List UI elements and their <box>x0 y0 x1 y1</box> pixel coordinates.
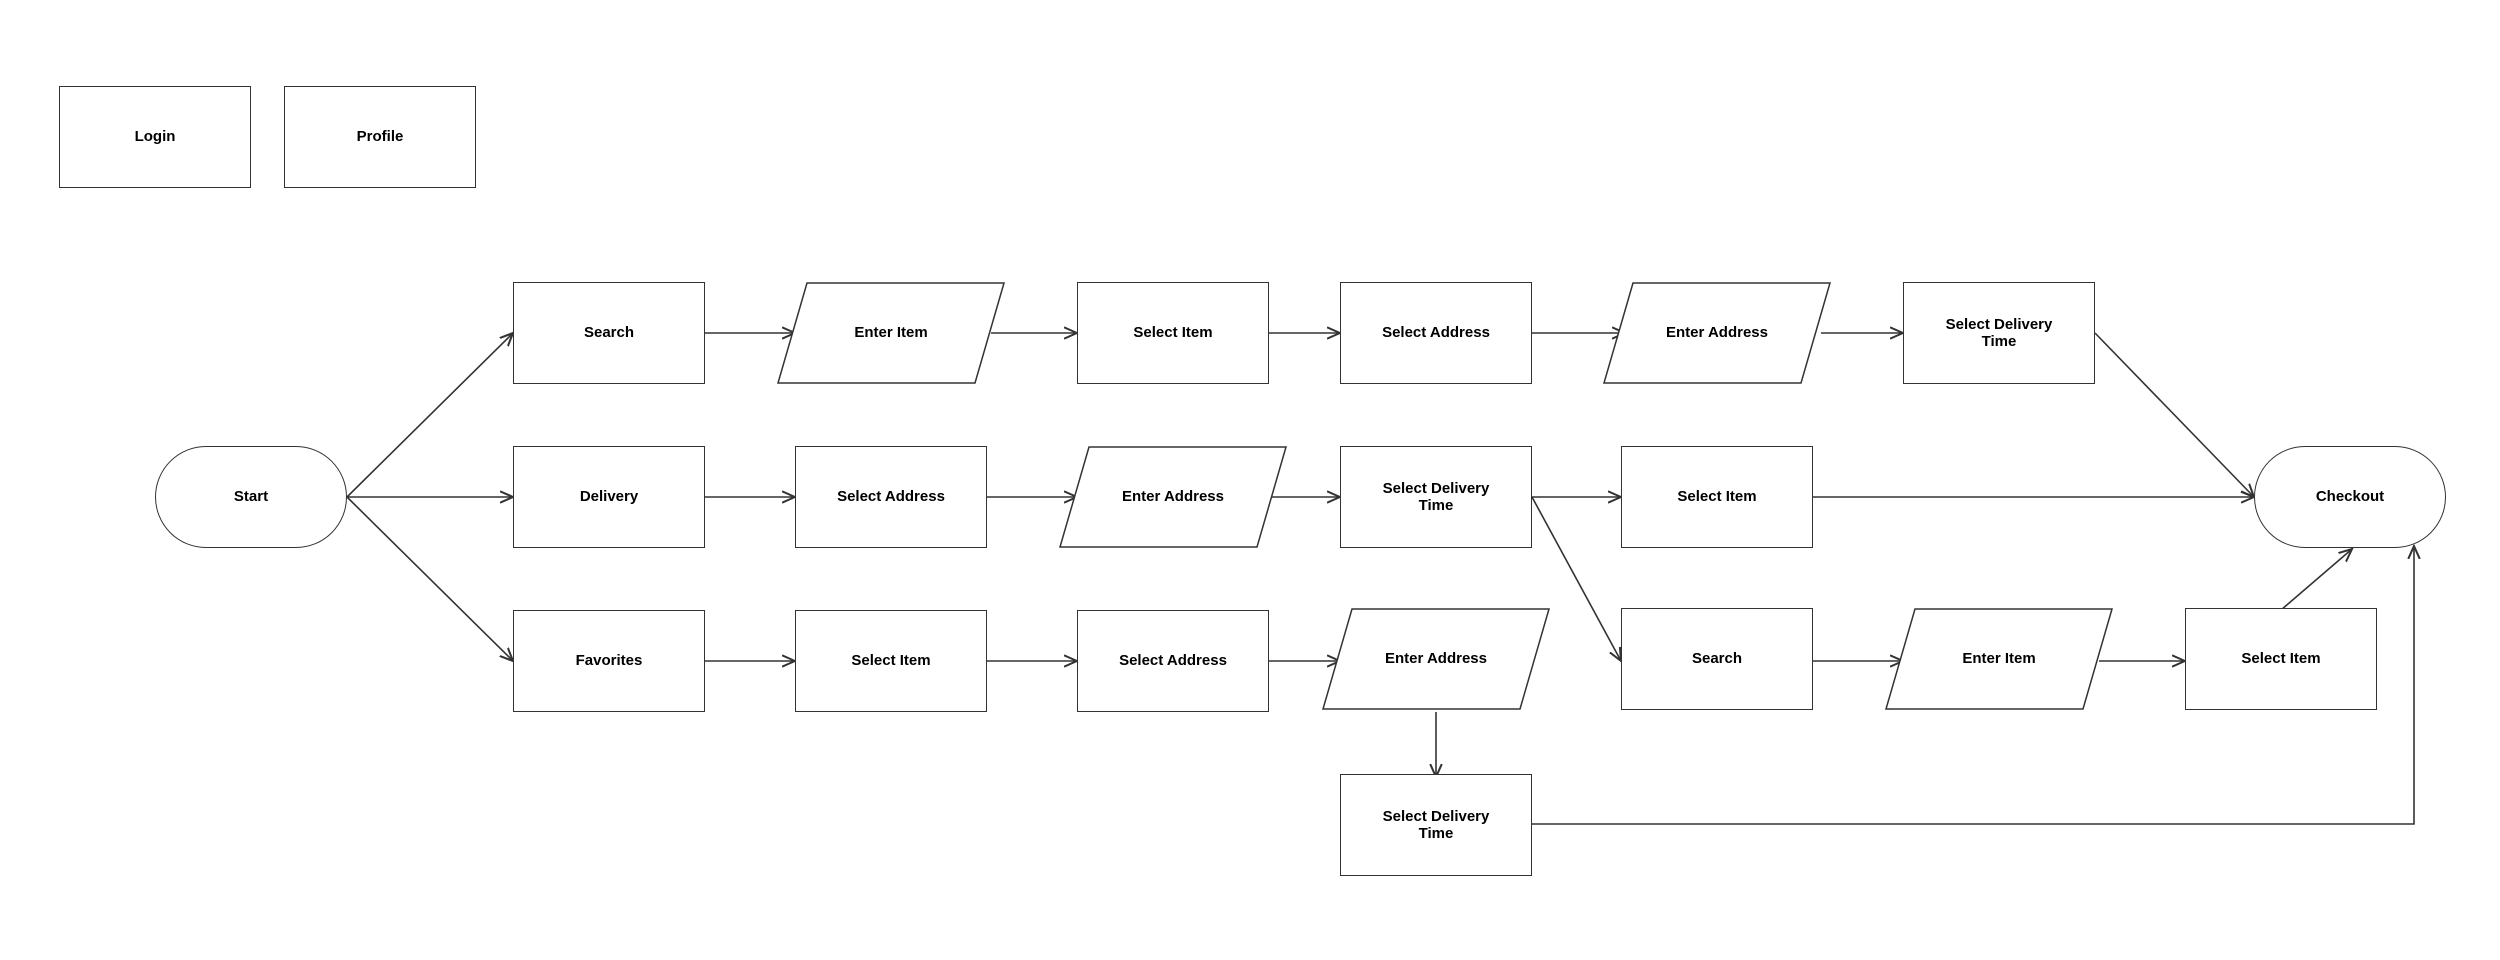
r3-favorites-node[interactable]: Favorites <box>513 610 705 712</box>
r2-select-delivery-time-label: Select Delivery Time <box>1382 479 1490 514</box>
r1-search-node[interactable]: Search <box>513 282 705 384</box>
profile-label: Profile <box>356 128 404 146</box>
edge-r1-deliverytime-checkout <box>2094 332 2254 497</box>
r3-select-item-2-node[interactable]: Select Item <box>2185 608 2377 710</box>
r1-search-label: Search <box>583 324 635 342</box>
edge-start-search <box>346 333 513 498</box>
r1-enter-address-label: Enter Address <box>1666 324 1768 342</box>
r1-enter-item-node[interactable]: Enter Item <box>777 282 1005 384</box>
r4-select-delivery-time-label: Select Delivery Time <box>1382 807 1490 842</box>
parallelogram-shape <box>1059 446 1287 548</box>
r2-select-delivery-time-node[interactable]: Select Delivery Time <box>1340 446 1532 548</box>
r2-enter-address-node[interactable]: Enter Address <box>1059 446 1287 548</box>
r2-delivery-label: Delivery <box>579 488 639 506</box>
r4-select-delivery-time-node[interactable]: Select Delivery Time <box>1340 774 1532 876</box>
edge-r2-deliverytime-search <box>1531 496 1621 661</box>
parallelogram-shape <box>1322 608 1550 710</box>
r3-search-node[interactable]: Search <box>1621 608 1813 710</box>
edge-r4-deliverytime-checkout <box>1532 546 2414 825</box>
r1-select-address-node[interactable]: Select Address <box>1340 282 1532 384</box>
checkout-label: Checkout <box>2315 488 2385 506</box>
parallelogram-shape <box>777 282 1005 384</box>
r3-select-item-2-label: Select Item <box>2241 650 2321 668</box>
r3-favorites-label: Favorites <box>575 652 643 670</box>
r2-delivery-node[interactable]: Delivery <box>513 446 705 548</box>
profile-node[interactable]: Profile <box>284 86 476 188</box>
r1-select-item-label: Select Item <box>1133 324 1213 342</box>
r2-enter-address-label: Enter Address <box>1122 488 1224 506</box>
r2-select-address-label: Select Address <box>837 488 945 506</box>
r3-select-address-label: Select Address <box>1119 652 1227 670</box>
r3-select-address-node[interactable]: Select Address <box>1077 610 1269 712</box>
checkout-node[interactable]: Checkout <box>2254 446 2446 548</box>
parallelogram-shape <box>1885 608 2113 710</box>
login-label: Login <box>134 128 176 146</box>
r3-enter-item-label: Enter Item <box>1962 650 2036 668</box>
r1-select-address-label: Select Address <box>1382 324 1490 342</box>
r3-select-item-label: Select Item <box>851 652 931 670</box>
r3-enter-item-node[interactable]: Enter Item <box>1885 608 2113 710</box>
start-node[interactable]: Start <box>155 446 347 548</box>
r3-enter-address-node[interactable]: Enter Address <box>1322 608 1550 710</box>
r1-select-item-node[interactable]: Select Item <box>1077 282 1269 384</box>
r2-select-item-node[interactable]: Select Item <box>1621 446 1813 548</box>
parallelogram-shape <box>1603 282 1831 384</box>
r1-select-delivery-time-node[interactable]: Select Delivery Time <box>1903 282 2095 384</box>
r2-select-item-label: Select Item <box>1677 488 1757 506</box>
start-label: Start <box>233 488 269 506</box>
edge-start-favorites <box>346 496 513 661</box>
r1-select-delivery-time-label: Select Delivery Time <box>1945 315 2053 350</box>
r2-select-address-node[interactable]: Select Address <box>795 446 987 548</box>
edge-r3-selectitem-checkout <box>2280 549 2352 611</box>
r3-enter-address-label: Enter Address <box>1385 650 1487 668</box>
r1-enter-address-node[interactable]: Enter Address <box>1603 282 1831 384</box>
login-node[interactable]: Login <box>59 86 251 188</box>
r3-search-label: Search <box>1691 650 1743 668</box>
r1-enter-item-label: Enter Item <box>854 324 928 342</box>
r3-select-item-node[interactable]: Select Item <box>795 610 987 712</box>
